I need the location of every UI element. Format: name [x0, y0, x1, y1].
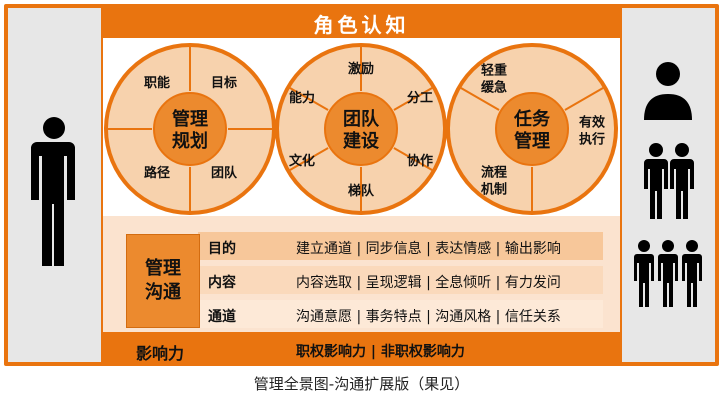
figure-caption: 管理全景图-沟通扩展版（果见）: [253, 375, 470, 393]
wheel-center: [324, 92, 398, 166]
wheel-segment-label: 执行: [579, 132, 605, 148]
row-purpose-band: [198, 232, 603, 260]
mgmt-title-line-2: 沟通: [145, 282, 181, 303]
wheel-center-label: 规划: [172, 130, 208, 152]
wheel-divider: [564, 87, 604, 111]
wheel-center: [495, 92, 569, 166]
wheel-center-label: 管理: [514, 130, 550, 152]
wheel-segment-label: 路径: [144, 165, 170, 181]
group-icon: [634, 240, 702, 307]
wheel-divider: [289, 87, 329, 111]
wheel-segment-label: 文化: [289, 153, 315, 169]
row-channel-band: [198, 300, 603, 328]
wheel-center-label: 建设: [343, 130, 379, 152]
wheel-segment-label: 有效: [579, 115, 606, 131]
wheel-segment-label: 分工: [407, 90, 433, 106]
wheel-segment-label: 流程: [481, 165, 507, 181]
wheel-divider: [393, 147, 433, 171]
wheel-segment-label: 协作: [407, 153, 433, 169]
wheel-divider: [289, 147, 329, 171]
pair-icon: [644, 143, 694, 219]
row-purpose-label: 目的: [208, 241, 236, 257]
row-content-text: 内容选取 | 呈现逻辑 | 全息倾听 | 有力发问: [296, 275, 561, 291]
influence-band: [103, 332, 620, 364]
wheel-segment-label: 团队: [211, 166, 238, 181]
row-content-label: 内容: [208, 275, 236, 291]
wheels-panel: 管理规划职能目标团队路径团队建设激励分工协作梯队文化能力任务管理轻重缓急有效执行…: [103, 38, 620, 216]
wheel-segment-label: 职能: [144, 75, 170, 91]
mgmt-title-line-1: 管理: [145, 258, 181, 279]
wheel-divider: [393, 87, 433, 111]
wheel-segment-label: 梯队: [348, 183, 375, 199]
influence-text: 职权影响力 | 非职权影响力: [296, 344, 465, 360]
row-channel-label: 通道: [208, 309, 236, 325]
wheel-center-label: 任务: [513, 108, 551, 130]
wheel-center-label: 管理: [172, 108, 208, 130]
right-panel: [622, 8, 715, 362]
wheel-segment-label: 激励: [348, 61, 374, 77]
people-icons: [634, 62, 702, 307]
wheel-divider: [460, 87, 500, 111]
manager-icon: [644, 62, 692, 120]
role-cognition-banner: 角色认知: [103, 8, 620, 38]
single-person-icon: [31, 117, 75, 266]
wheel-segment-label: 轻重: [481, 63, 507, 79]
wheels-diagram: 管理规划职能目标团队路径团队建设激励分工协作梯队文化能力任务管理轻重缓急有效执行…: [104, 43, 618, 215]
row-channel-text: 沟通意愿 | 事务特点 | 沟通风格 | 信任关系: [296, 309, 561, 325]
row-purpose-text: 建立通道 | 同步信息 | 表达情感 | 输出影响: [296, 241, 561, 257]
wheel-segment-label: 能力: [289, 90, 315, 106]
left-panel: [8, 8, 101, 362]
wheel-center: [153, 92, 227, 166]
management-communication-box: 管理 沟通: [126, 234, 200, 328]
influence-title: 影响力: [136, 344, 185, 363]
wheel-center-label: 团队: [343, 108, 380, 130]
wheel-segment-label: 机制: [481, 182, 507, 198]
wheel-segment-label: 目标: [211, 75, 237, 91]
row-content-band: [198, 266, 603, 294]
wheel-segment-label: 缓急: [481, 80, 507, 96]
